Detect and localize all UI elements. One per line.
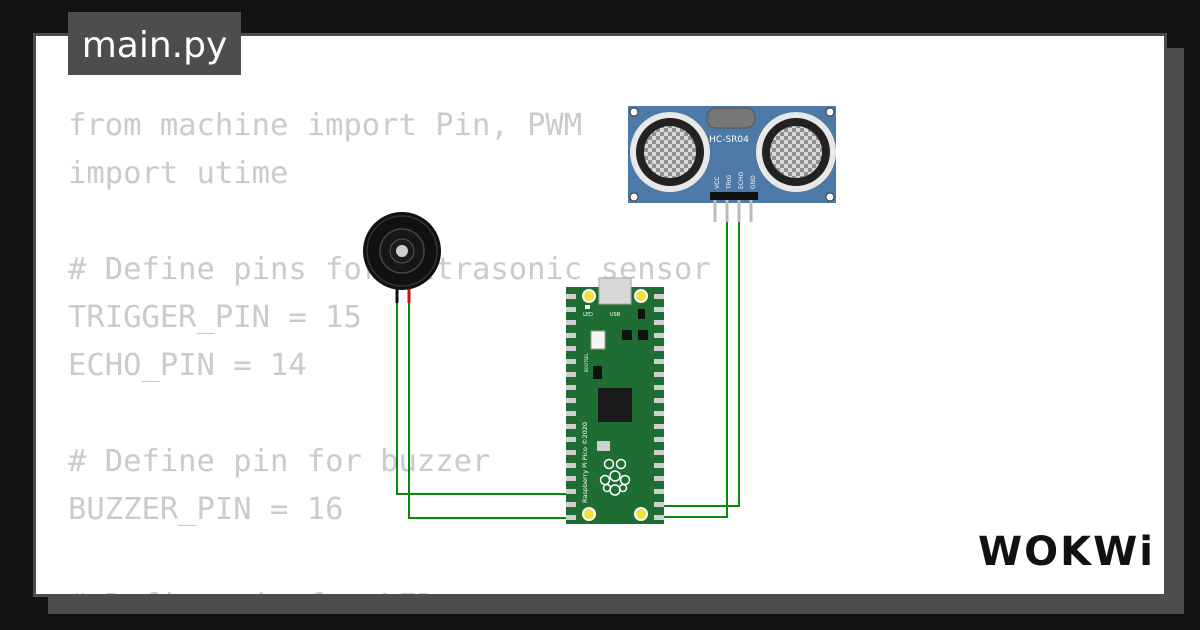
code-line: BUZZER_PIN = 16 [68,492,344,527]
board-name: Raspberry Pi Pico ©2020 [581,422,589,503]
pin-label-trig: TRIG [726,174,733,190]
sensor-label: HC-SR04 [709,135,749,145]
bootsel-button [590,330,606,350]
pin-label-gnd: GND [750,175,757,189]
pin-label-vcc: VCC [714,177,721,189]
wire-sensor-trig [656,222,728,518]
wires [396,222,740,519]
code-line: # Define pin for LED [68,588,435,594]
usb-port [598,277,632,305]
raspberry-logo-icon [599,458,631,496]
wire-buzzer-right [408,302,576,519]
buzzer[interactable] [363,212,441,303]
wire-sensor-echo [656,222,740,507]
code-preview: from machine import Pin, PWM import utim… [68,102,711,594]
wire-buzzer-left [396,302,576,495]
bootsel-label: BOOTSEL [584,353,589,372]
usb-label: USB [610,312,621,318]
code-line: ECHO_PIN = 14 [68,348,307,383]
pin-header-right [654,294,664,520]
pico-board[interactable]: LED USB BOOTSEL Raspberry Pi Pico ©2020 [566,277,664,524]
wokwi-logo: WOKWi [978,529,1155,575]
code-line: # Define pin for buzzer [68,444,491,479]
code-line: import utime [68,156,289,191]
code-line: TRIGGER_PIN = 15 [68,300,362,335]
sensor-pins [713,200,753,222]
code-line: from machine import Pin, PWM [68,108,583,143]
led-label: LED [583,312,593,318]
rp2040-chip [598,388,632,422]
pin-label-echo: ECHO [738,172,745,189]
file-tab[interactable]: main.py [68,12,241,75]
pin-header-left [566,294,576,520]
ultrasonic-sensor[interactable]: HC-SR04 VCC TRIG ECHO GND [628,106,836,222]
